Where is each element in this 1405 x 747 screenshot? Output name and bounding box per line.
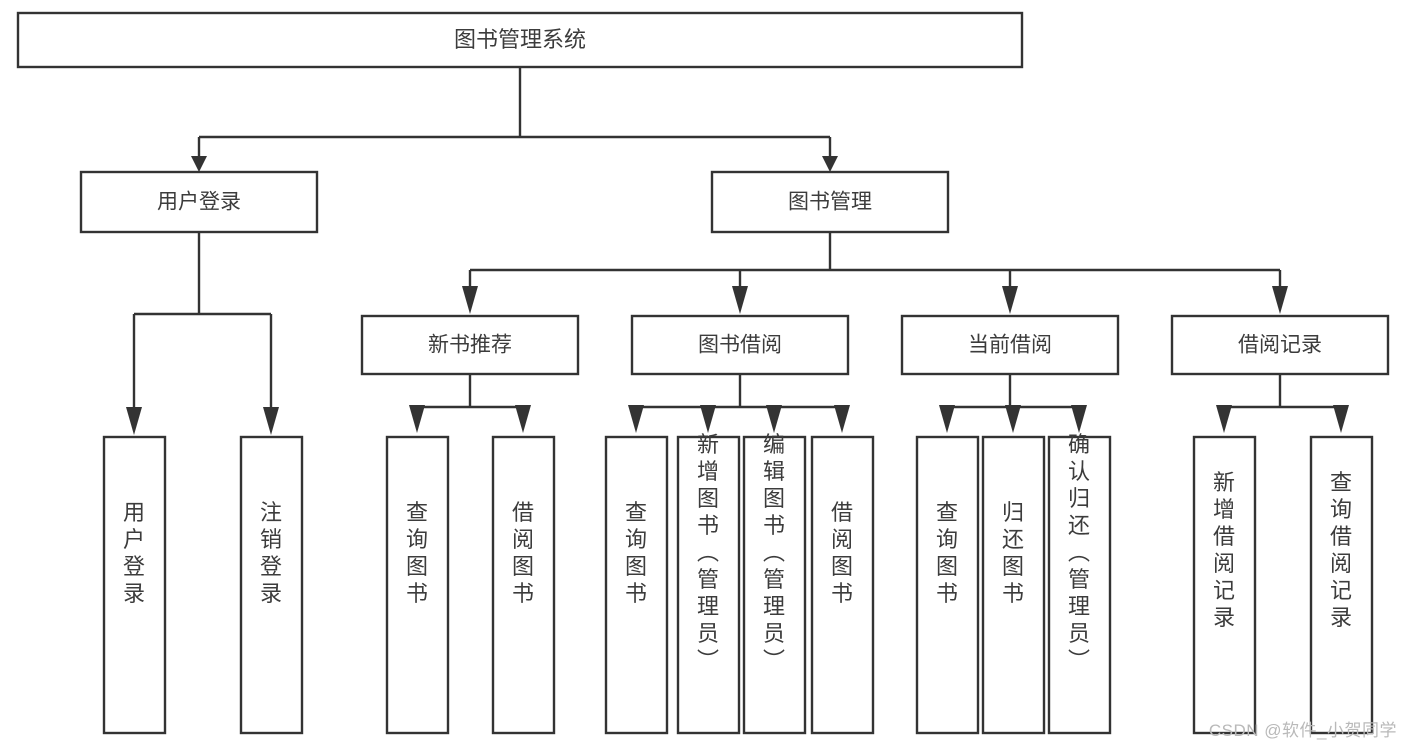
leaf-node-add-book-admin-label: 新增图书︵管理员︶	[697, 432, 719, 673]
leaf-node-add-book-admin[interactable]: 新增图书︵管理员︶	[676, 432, 741, 735]
leaf-node-add-borrow-record-label: 新增借阅记录	[1213, 470, 1235, 630]
node-borrow-record-label: 借阅记录	[1238, 334, 1322, 357]
leaf-node-recommend-borrow-book-box[interactable]	[491, 435, 556, 735]
leaf-node-add-borrow-record-box[interactable]	[1192, 435, 1257, 735]
edge-group-borrowrecord-to-leaves	[1216, 374, 1349, 433]
edge-borrowrecord-bus	[1224, 374, 1341, 409]
leaf-node-recommend-query-book-box[interactable]	[385, 435, 450, 735]
node-user-login-label: 用户登录	[157, 191, 241, 214]
edge-group-root-to-level2	[191, 67, 838, 172]
node-current-borrow[interactable]: 当前借阅	[900, 314, 1120, 376]
arrow-borrowrecord-leaf-1	[1216, 405, 1232, 433]
node-current-borrow-label: 当前借阅	[968, 334, 1052, 357]
leaf-node-user-login-box[interactable]	[102, 435, 167, 735]
node-borrow-record[interactable]: 借阅记录	[1170, 314, 1390, 376]
arrow-newbook-leaf-2	[515, 405, 531, 433]
edge-group-userlogin-to-leaves	[126, 232, 279, 435]
leaf-node-return-book-box[interactable]	[981, 435, 1046, 735]
leaf-node-current-query-book[interactable]: 查询图书	[915, 435, 980, 735]
edge-userlogin-bus	[132, 232, 273, 409]
edge-group-bookmanage-to-level3	[462, 232, 1288, 314]
node-book-manage[interactable]: 图书管理	[710, 170, 950, 234]
leaf-node-user-login-label: 用户登录	[123, 500, 145, 606]
node-root-label: 图书管理系统	[454, 27, 586, 52]
leaf-node-recommend-borrow-book[interactable]: 借阅图书	[491, 435, 556, 735]
leaf-node-borrow-query-book-box[interactable]	[604, 435, 669, 735]
leaf-node-confirm-return-admin-label: 确认归还︵管理员︶	[1068, 432, 1090, 673]
leaf-node-add-borrow-record[interactable]: 新增借阅记录	[1192, 435, 1257, 735]
leaf-node-edit-book-admin-label: 编辑图书︵管理员︶	[763, 432, 785, 673]
leaf-node-recommend-query-book-label: 查询图书	[406, 500, 428, 606]
leaf-node-borrow-query-book-label: 查询图书	[625, 500, 647, 606]
node-borrow-record-box[interactable]	[1170, 314, 1390, 376]
arrow-to-current-borrow	[1002, 286, 1018, 314]
edge-group-newbook-to-leaves	[409, 374, 531, 433]
arrow-to-leaf-logout	[263, 407, 279, 435]
arrow-to-user-login	[191, 156, 207, 172]
node-new-book-recommend[interactable]: 新书推荐	[360, 314, 580, 376]
csdn-watermark: CSDN @软件_小贺同学	[1208, 721, 1397, 740]
node-book-borrow-label: 图书借阅	[698, 334, 782, 357]
node-current-borrow-box[interactable]	[900, 314, 1120, 376]
arrow-to-new-book-recommend	[462, 286, 478, 314]
arrow-bookborrow-leaf-4	[834, 405, 850, 433]
node-book-borrow-box[interactable]	[630, 314, 850, 376]
leaf-node-recommend-borrow-book-label: 借阅图书	[512, 500, 534, 606]
leaf-node-borrow-query-book[interactable]: 查询图书	[604, 435, 669, 735]
arrow-currentborrow-leaf-2	[1005, 405, 1021, 433]
arrow-to-leaf-user-login	[126, 407, 142, 435]
node-book-borrow[interactable]: 图书借阅	[630, 314, 850, 376]
node-user-login-box[interactable]	[79, 170, 319, 234]
leaf-node-logout-box[interactable]	[239, 435, 304, 735]
node-book-manage-box[interactable]	[710, 170, 950, 234]
edge-bookborrow-drops	[706, 407, 776, 410]
leaf-node-query-borrow-record-label: 查询借阅记录	[1330, 470, 1352, 630]
edge-group-bookborrow-to-leaves	[628, 374, 850, 433]
edge-group-currentborrow-to-leaves	[939, 374, 1087, 433]
leaf-node-borrow-book[interactable]: 借阅图书	[810, 435, 875, 735]
node-book-manage-label: 图书管理	[788, 191, 872, 214]
arrow-to-book-borrow	[732, 286, 748, 314]
leaf-node-borrow-book-box[interactable]	[810, 435, 875, 735]
leaf-node-current-query-book-label: 查询图书	[936, 500, 958, 606]
leaf-node-confirm-return-admin[interactable]: 确认归还︵管理员︶	[1047, 432, 1112, 735]
arrow-bookborrow-leaf-3	[766, 405, 782, 433]
arrow-to-book-manage	[822, 156, 838, 172]
leaf-node-query-borrow-record[interactable]: 查询借阅记录	[1309, 435, 1374, 735]
arrow-to-borrow-record	[1272, 286, 1288, 314]
node-user-login[interactable]: 用户登录	[79, 170, 319, 234]
arrow-bookborrow-leaf-1	[628, 405, 644, 433]
leaf-node-recommend-query-book[interactable]: 查询图书	[385, 435, 450, 735]
edge-bookborrow-bus	[636, 374, 842, 409]
arrow-bookborrow-leaf-2	[700, 405, 716, 433]
leaf-node-add-book-admin-box[interactable]	[676, 435, 741, 735]
arrow-newbook-leaf-1	[409, 405, 425, 433]
node-root-box[interactable]	[16, 11, 1024, 69]
edge-currentborrow-bus	[947, 374, 1079, 409]
node-new-book-recommend-label: 新书推荐	[428, 334, 512, 357]
leaf-node-user-login[interactable]: 用户登录	[102, 435, 167, 735]
node-root[interactable]: 图书管理系统	[16, 11, 1024, 69]
leaf-node-edit-book-admin-box[interactable]	[742, 435, 807, 735]
leaf-node-confirm-return-admin-box[interactable]	[1047, 435, 1112, 735]
leaf-node-logout-label: 注销登录	[260, 500, 282, 606]
leaf-node-query-borrow-record-box[interactable]	[1309, 435, 1374, 735]
leaf-node-borrow-book-label: 借阅图书	[831, 500, 853, 606]
arrow-borrowrecord-leaf-2	[1333, 405, 1349, 433]
leaf-node-return-book[interactable]: 归还图书	[981, 435, 1046, 735]
edge-bookmanage-bus	[468, 232, 1282, 288]
arrow-currentborrow-leaf-1	[939, 405, 955, 433]
leaf-node-return-book-label: 归还图书	[1002, 500, 1024, 606]
leaf-node-logout[interactable]: 注销登录	[239, 435, 304, 735]
edge-newbook-bus	[417, 374, 523, 409]
edge-root-bus	[197, 67, 832, 158]
node-new-book-recommend-box[interactable]	[360, 314, 580, 376]
leaf-node-current-query-book-box[interactable]	[915, 435, 980, 735]
arrow-currentborrow-leaf-3	[1071, 405, 1087, 433]
leaf-node-edit-book-admin[interactable]: 编辑图书︵管理员︶	[742, 432, 807, 735]
